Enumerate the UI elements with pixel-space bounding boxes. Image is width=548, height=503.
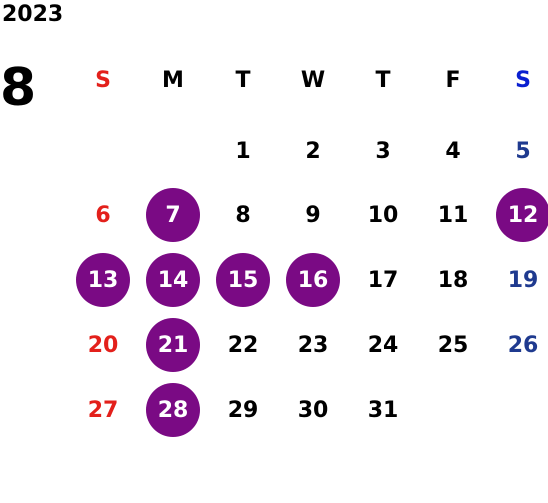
weekday-header: S [95, 67, 111, 93]
weekday-header: S [515, 67, 531, 93]
day-cell[interactable]: 29 [227, 397, 259, 423]
day-cell[interactable]: 2 [305, 138, 321, 164]
month-number: 8 [0, 58, 37, 118]
day-cell[interactable]: 26 [507, 332, 539, 358]
day-cell[interactable]: 10 [367, 202, 399, 228]
day-cell-highlighted[interactable]: 21 [146, 318, 200, 372]
day-cell[interactable]: 27 [87, 397, 119, 423]
day-cell[interactable]: 5 [515, 138, 531, 164]
day-cell-highlighted[interactable]: 28 [146, 383, 200, 437]
day-cell-highlighted[interactable]: 7 [146, 188, 200, 242]
weekday-header: F [445, 67, 461, 93]
day-cell[interactable]: 4 [445, 138, 461, 164]
day-cell[interactable]: 11 [437, 202, 469, 228]
day-cell[interactable]: 17 [367, 267, 399, 293]
day-cell-highlighted[interactable]: 15 [216, 253, 270, 307]
day-cell[interactable]: 31 [367, 397, 399, 423]
day-cell[interactable]: 1 [235, 138, 251, 164]
day-cell[interactable]: 8 [235, 202, 251, 228]
day-cell[interactable]: 22 [227, 332, 259, 358]
weekday-header: M [162, 67, 184, 93]
day-cell[interactable]: 18 [437, 267, 469, 293]
day-cell[interactable]: 3 [375, 138, 391, 164]
day-cell[interactable]: 6 [95, 202, 111, 228]
day-cell[interactable]: 25 [437, 332, 469, 358]
weekday-header: T [375, 67, 391, 93]
day-cell-highlighted[interactable]: 14 [146, 253, 200, 307]
day-cell[interactable]: 23 [297, 332, 329, 358]
day-cell-highlighted[interactable]: 16 [286, 253, 340, 307]
day-cell[interactable]: 24 [367, 332, 399, 358]
day-cell-highlighted[interactable]: 13 [76, 253, 130, 307]
day-cell[interactable]: 30 [297, 397, 329, 423]
day-cell-highlighted[interactable]: 12 [496, 188, 548, 242]
year-label: 2023 [2, 2, 64, 27]
weekday-header: W [300, 67, 326, 93]
day-cell[interactable]: 19 [507, 267, 539, 293]
day-cell[interactable]: 9 [305, 202, 321, 228]
weekday-header: T [235, 67, 251, 93]
day-cell[interactable]: 20 [87, 332, 119, 358]
